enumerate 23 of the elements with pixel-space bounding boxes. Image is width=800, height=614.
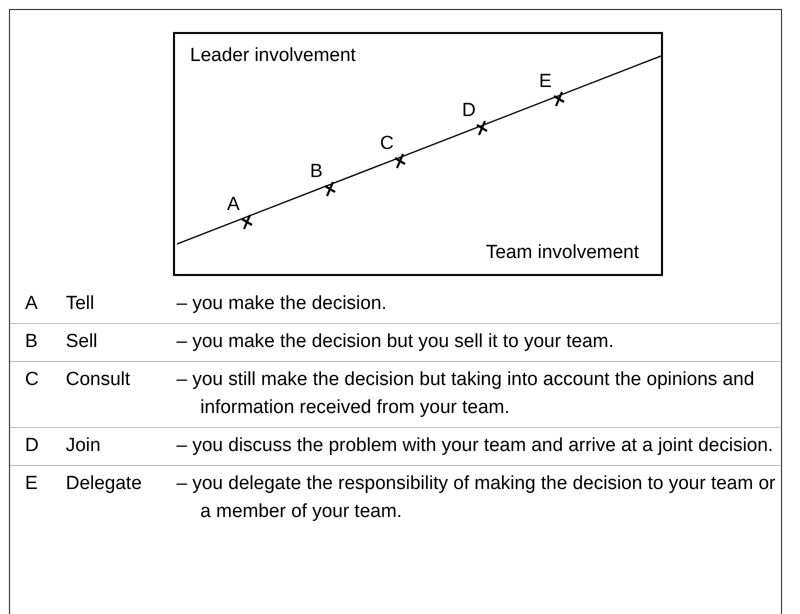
style-description: – you discuss the problem with your team and arrive at a joint decision.	[176, 434, 774, 458]
chart-panel	[173, 32, 663, 276]
style-description: – you still make the decision but taking into account the opinions and information received from your team.	[176, 368, 756, 420]
style-letter: A	[24, 292, 39, 316]
point-label: D	[462, 101, 476, 120]
style-name: Tell	[64, 292, 96, 316]
style-name: Sell	[64, 330, 98, 354]
point-label: E	[539, 72, 552, 91]
style-letter: C	[24, 368, 40, 392]
point-label: A	[227, 195, 240, 214]
style-description: – you make the decision.	[176, 292, 388, 316]
style-name: Join	[64, 434, 102, 458]
axis-label: Leader involvement	[190, 46, 356, 65]
style-letter: D	[24, 434, 40, 458]
point-label: B	[310, 162, 323, 181]
axis-label: Team involvement	[486, 243, 639, 262]
style-description: – you delegate the responsibility of making the decision to your team or a member of your team.	[176, 472, 776, 524]
style-name: Delegate	[64, 472, 143, 496]
style-description: – you make the decision but you sell it to your team.	[176, 330, 615, 354]
point-label: C	[380, 134, 394, 153]
style-name: Consult	[64, 368, 132, 392]
style-letter: E	[24, 472, 39, 496]
style-letter: B	[24, 330, 39, 354]
